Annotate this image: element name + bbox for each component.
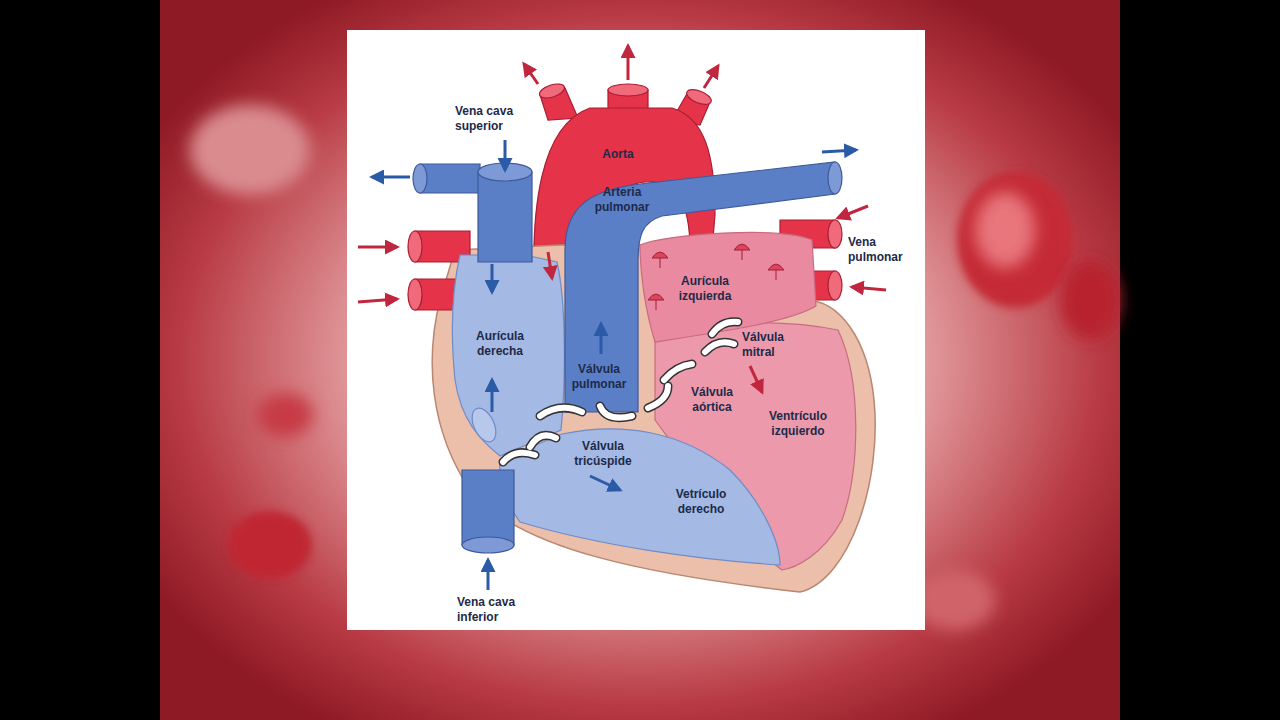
flow-arrow — [358, 299, 397, 302]
flow-arrow — [524, 64, 538, 84]
left-atrium — [640, 233, 816, 342]
flow-arrow — [504, 140, 507, 170]
aortic-valve — [648, 386, 668, 408]
vessel-opening — [608, 84, 648, 96]
pulmonary-valve — [600, 406, 632, 418]
diagram-panel — [347, 30, 925, 630]
tricuspid-valve — [530, 435, 556, 447]
flow-arrow — [600, 324, 603, 354]
part-label: Vena pulmonar — [848, 235, 914, 265]
vessel-opening — [408, 231, 422, 262]
blood-vessel-background — [160, 0, 1120, 720]
mitral-valve — [712, 322, 738, 334]
part-label: Aurícula izquierda — [665, 274, 745, 304]
right-ventricle — [500, 429, 780, 565]
pulmonary-valve — [600, 406, 632, 418]
tricuspid-valve — [503, 453, 535, 462]
vein-opening — [652, 252, 668, 268]
aortic-valve — [664, 364, 692, 380]
flow-arrow — [590, 476, 620, 490]
tricuspid-valve — [503, 453, 535, 462]
part-label: Válvula pulmonar — [556, 362, 642, 392]
coronary-sinus — [467, 404, 500, 445]
blood-cell — [257, 393, 313, 437]
blood-cell-highlight — [975, 192, 1035, 268]
flow-arrow — [852, 287, 886, 290]
vein-opening — [734, 244, 750, 260]
vein-opening — [648, 294, 664, 310]
vessel-opening — [538, 81, 566, 100]
part-label: Vena cava superior — [455, 104, 535, 134]
pulmonary-valve — [540, 408, 582, 416]
part-label: Aorta — [593, 147, 643, 162]
vein-openings — [648, 244, 784, 310]
pulmonary-valve — [540, 408, 582, 416]
mitral-valve — [705, 342, 734, 352]
flow-arrow — [704, 66, 718, 88]
part-label: Válvula mitral — [742, 330, 806, 360]
flow-arrow — [358, 246, 397, 249]
tricuspid-valve — [530, 435, 556, 447]
part-label: Válvula tricúspide — [560, 439, 646, 469]
flow-arrows-red — [358, 46, 886, 392]
flow-arrow — [548, 252, 552, 278]
flow-arrow — [627, 46, 630, 80]
vessel-tube — [420, 164, 480, 193]
blood-cell — [957, 172, 1073, 308]
vessel-opening — [828, 162, 842, 194]
vessel-opening — [828, 220, 842, 248]
part-label: Aurícula derecha — [460, 329, 540, 359]
part-label: Vena cava inferior — [457, 595, 537, 625]
vessel-opening — [413, 164, 427, 193]
vessel-opening — [408, 279, 422, 310]
aortic-valve — [664, 364, 692, 380]
aortic-valve — [648, 386, 668, 408]
flow-arrow — [491, 264, 494, 292]
blood-cell — [228, 511, 312, 579]
flow-arrow — [491, 380, 494, 412]
flow-arrow — [487, 560, 490, 590]
part-label: Válvula aórtica — [674, 385, 750, 415]
flow-arrow — [750, 366, 762, 392]
flow-arrow — [822, 150, 856, 152]
part-label: Ventrículo izquierdo — [752, 409, 844, 439]
blood-cell — [1060, 260, 1120, 340]
flow-arrows-blue — [372, 140, 856, 590]
right-atrium — [452, 255, 564, 456]
blood-cell — [915, 570, 995, 630]
vessel-opening — [685, 87, 714, 108]
vessel-opening — [828, 271, 842, 300]
inferior-vena-cava — [462, 470, 514, 553]
part-label: Arteria pulmonar — [585, 185, 659, 215]
part-label: Vetrículo derecho — [660, 487, 742, 517]
pulmonary-artery-branch — [413, 164, 480, 193]
blood-cell — [190, 105, 310, 195]
mitral-valve — [712, 322, 738, 334]
superior-vena-cava — [478, 163, 532, 262]
mitral-valve — [705, 342, 734, 352]
flow-arrow — [838, 206, 868, 218]
flow-arrow — [372, 176, 410, 179]
vessel-tube — [478, 172, 532, 262]
vessel-tube — [462, 470, 514, 545]
vessel-opening — [462, 537, 514, 553]
vein-opening — [768, 264, 784, 280]
